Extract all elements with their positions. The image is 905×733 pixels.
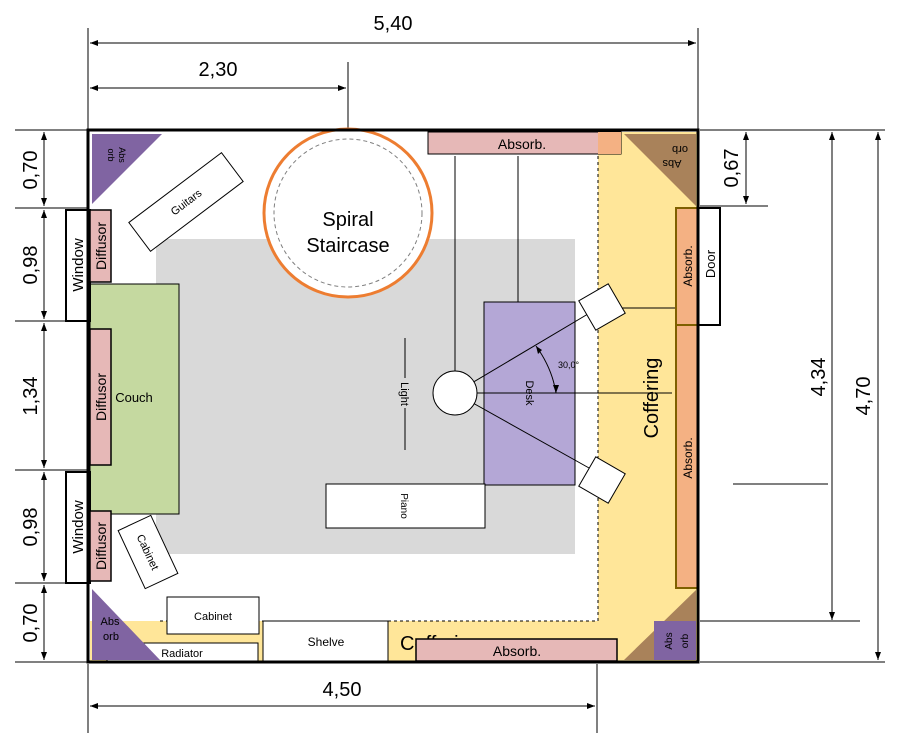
dim-total-width: 5,40 [87,13,699,130]
window-bottom [65,471,91,584]
cabinet-rotated: Cabinet [117,514,179,590]
dim-right: 0,67 4,34 4,70 [700,129,885,663]
angle-label: 30,0° [558,360,580,370]
cabinet-bottom-label: Cabinet [194,611,232,623]
corner-absorber-top-right: Abs orb [624,134,696,206]
svg-text:orb: orb [672,143,688,155]
dim-right-total: 4,70 [853,377,875,416]
corner-absorber-bottom-right: Abs orb [624,590,696,660]
shelve-label: Shelve [308,635,345,649]
svg-text:Abs: Abs [664,632,675,649]
speaker-bottom [578,456,626,504]
absorber-top-label: Absorb. [498,136,546,152]
svg-text:orb: orb [106,148,116,161]
light-label: Light [398,382,410,406]
shelve [262,620,389,663]
dim-left-3: 1,34 [20,377,42,416]
dim-partial-width-label: 2,30 [199,59,238,81]
diffusor-3-label: Diffusor [93,522,109,570]
svg-text:orb: orb [680,633,691,648]
dim-left-2: 0,98 [20,246,42,285]
couch-label: Couch [115,390,153,405]
dim-bottom-width: 4,50 [87,664,598,733]
absorber-bottom-label: Absorb. [493,643,541,659]
listening-position [432,370,478,416]
staircase-label-2: Staircase [306,235,389,257]
dim-left-5: 0,70 [20,604,42,643]
door-label: Door [703,249,718,278]
piano-label: Piano [398,493,409,519]
diffusor-3 [89,510,112,582]
dim-left-1: 0,70 [20,151,42,190]
svg-text:Abs: Abs [101,616,120,628]
absorber-right-main-label: Absorb. [681,437,695,478]
dim-total-width-label: 5,40 [374,13,413,35]
corner-absorber-top-left: Abs orb [92,134,162,204]
light-fixture: Light [398,338,411,450]
dim-bottom-width-label: 4,50 [323,679,362,701]
spiral-staircase: Spiral Staircase [262,127,434,299]
dim-left-segments: 0,70 0,98 1,34 0,98 0,70 [15,129,88,663]
svg-text:orb: orb [103,631,119,643]
coffering-right-label: Coffering [641,358,663,439]
room-walls [86,128,700,664]
cabinet-bottom [166,596,260,635]
staircase-label-1: Spiral [322,209,373,231]
diffusor-2 [89,328,112,466]
radiator-label: Radiator [161,648,203,660]
dim-door-offset: 0,67 [721,149,743,188]
diffusor-1-label: Diffusor [93,222,109,270]
corner-absorber-bottom-left: Abs orb [92,589,160,660]
dim-left-4: 0,98 [20,508,42,547]
speaker-top [578,283,626,331]
window-top-label: Window [70,238,87,292]
svg-text:Abs: Abs [662,157,681,169]
listening-geometry: 30,0° [432,156,698,474]
window-bottom-label: Window [70,500,87,554]
absorber-right-top-label: Absorb. [681,245,695,286]
svg-text:Abs: Abs [117,147,127,163]
guitars-rack: Guitars [128,152,244,252]
dim-right-inner: 4,34 [808,358,830,397]
piano [325,483,486,529]
diffusor-1 [89,209,112,283]
diffusor-2-label: Diffusor [93,373,109,421]
